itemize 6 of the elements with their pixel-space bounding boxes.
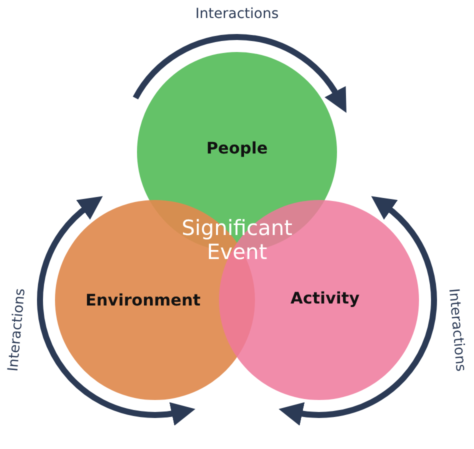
circle-label: Environment [85, 290, 201, 310]
arc-label: Interactions [445, 288, 469, 372]
circle-label: People [206, 138, 268, 158]
arc-label: Interactions [5, 288, 29, 372]
circle-label: Activity [290, 288, 360, 308]
arc-label: Interactions [195, 6, 279, 22]
